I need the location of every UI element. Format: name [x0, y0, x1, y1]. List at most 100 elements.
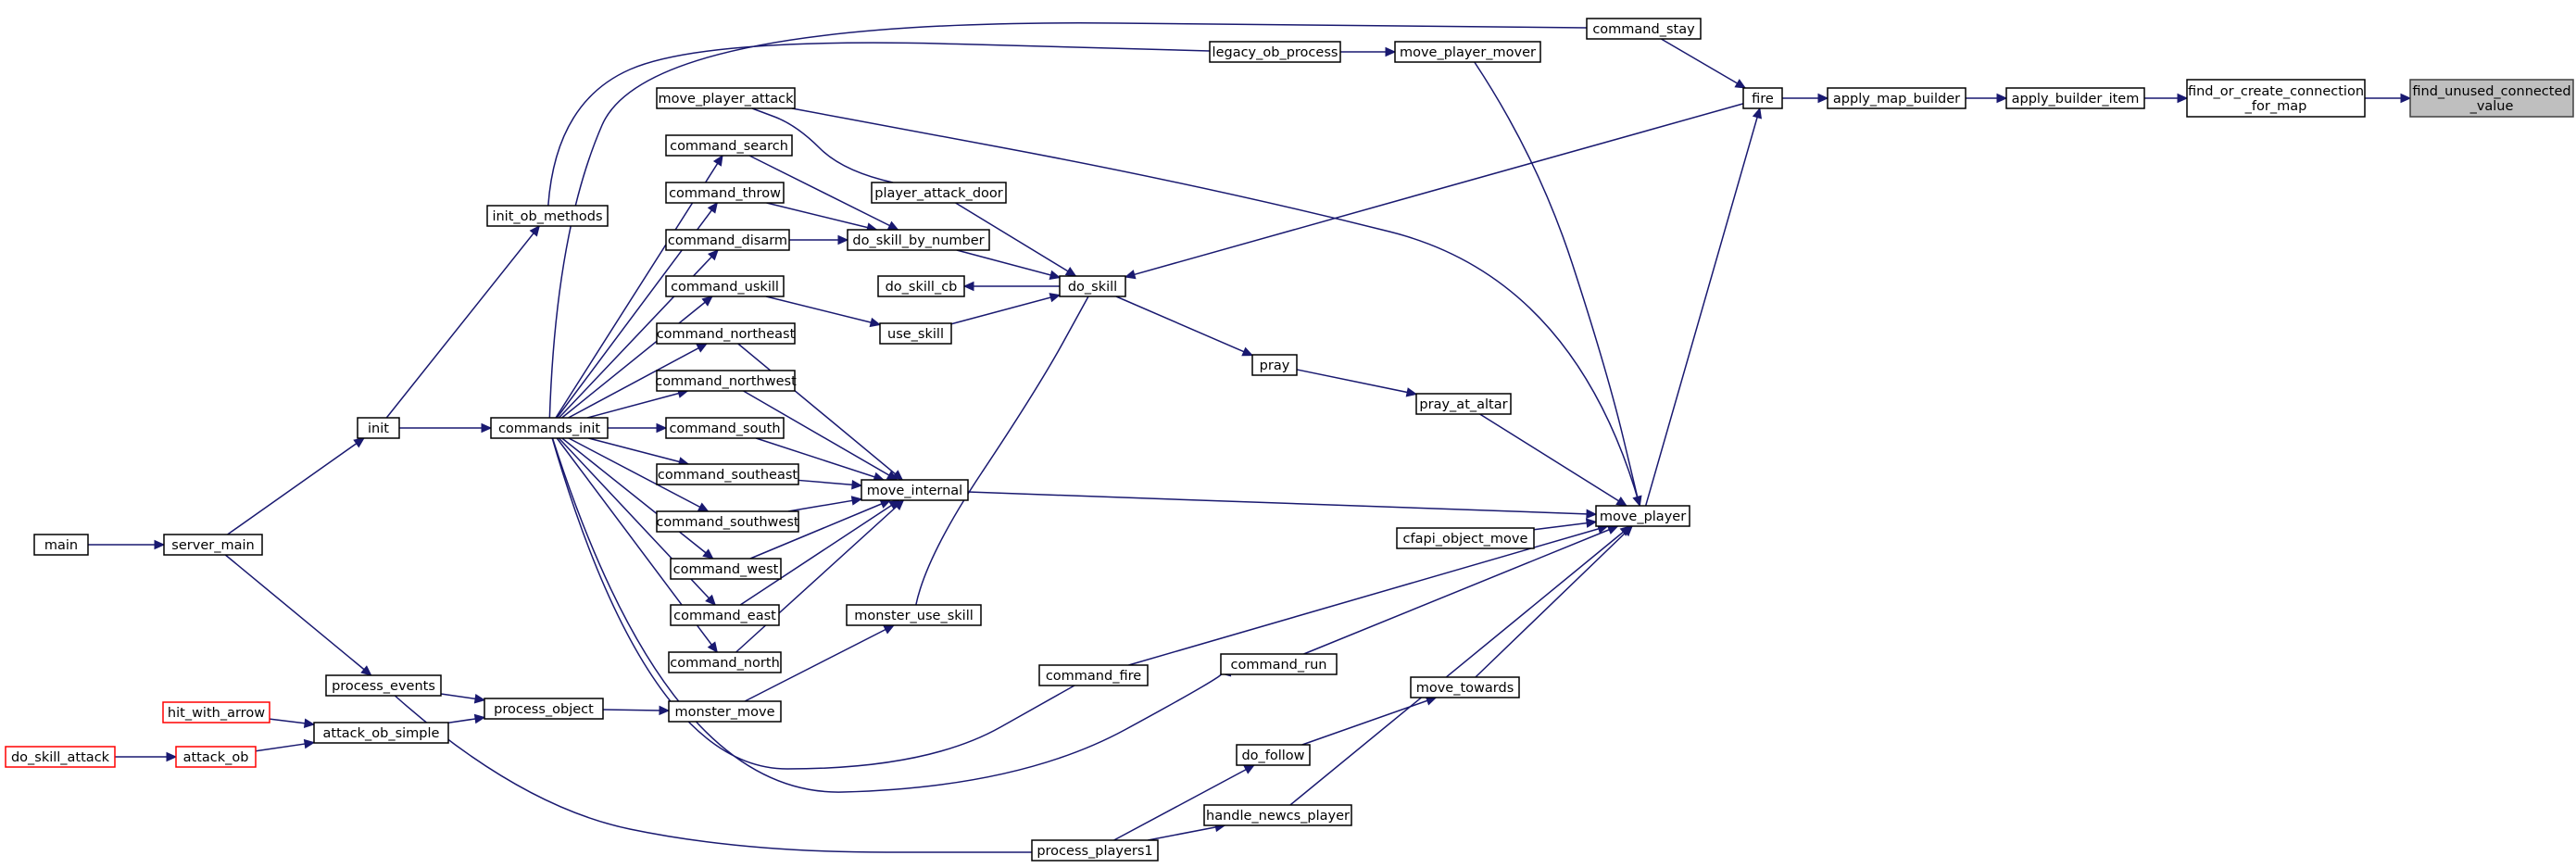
node-box: [871, 182, 1007, 204]
node-label: do_skill_attack: [11, 750, 110, 765]
edge-commands_init-to-command_northwest: [586, 390, 688, 419]
edge-arrowhead: [1619, 525, 1632, 536]
node-box: [357, 417, 400, 439]
node-command-search[interactable]: command_search: [665, 134, 793, 157]
node-label: _for_map: [2244, 99, 2307, 114]
node-label: init_ob_methods: [492, 209, 602, 224]
node-command-northeast[interactable]: command_northeast: [656, 322, 796, 345]
edge-arrowhead: [659, 705, 671, 716]
node-do-skill-attack[interactable]: do_skill_attack: [5, 746, 116, 768]
edge-init_ob_methods-to-legacy_ob_process: [547, 42, 1211, 207]
node-use-skill[interactable]: use_skill: [879, 322, 952, 345]
node-label: apply_builder_item: [2012, 92, 2140, 107]
node-attack-ob[interactable]: attack_ob: [175, 746, 257, 768]
node-label: command_uskill: [671, 280, 779, 295]
node-box: [163, 534, 263, 556]
node-move-player-mover[interactable]: move_player_mover: [1394, 41, 1541, 63]
edge-arrowhead: [529, 225, 540, 237]
node-process-events[interactable]: process_events: [325, 674, 442, 697]
node-command-uskill[interactable]: command_uskill: [665, 275, 785, 297]
node-process-players1[interactable]: process_players1: [1031, 839, 1159, 862]
node-monster-move[interactable]: monster_move: [668, 700, 782, 723]
node-label: command_stay: [1592, 22, 1695, 37]
node-box: [1209, 41, 1341, 63]
edge-arrowhead: [1996, 93, 2008, 104]
edge-do_skill_by_number-to-do_skill: [956, 249, 1061, 279]
node-do-follow[interactable]: do_follow: [1236, 744, 1311, 766]
node-do-skill[interactable]: do_skill: [1059, 275, 1126, 297]
node-apply-map-builder[interactable]: apply_map_builder: [1827, 87, 1967, 109]
node-command-south[interactable]: command_south: [665, 417, 785, 439]
node-init-ob-methods[interactable]: init_ob_methods: [486, 205, 609, 227]
node-pray[interactable]: pray: [1251, 354, 1298, 376]
node-find-or-create[interactable]: find_or_create_connection_for_map: [2186, 79, 2366, 118]
node-process-object[interactable]: process_object: [484, 698, 604, 720]
node-box: [668, 700, 782, 723]
node-move-player[interactable]: move_player: [1595, 505, 1690, 527]
edge-move_player-to-fire: [1644, 107, 1761, 507]
node-player-attack-door[interactable]: player_attack_door: [871, 182, 1007, 204]
edge-cfapi_object_move-to-move_player: [1533, 521, 1597, 531]
edge-commands_init-to-command_west: [561, 437, 714, 560]
node-label: server_main: [171, 538, 254, 553]
edge-arrowhead: [481, 422, 493, 434]
node-attack-ob-simple[interactable]: attack_ob_simple: [313, 722, 449, 744]
node-move-towards[interactable]: move_towards: [1410, 676, 1520, 698]
edge-arrowhead: [1064, 267, 1077, 277]
edge-arrowhead: [697, 502, 710, 512]
node-main[interactable]: main: [33, 534, 89, 556]
node-box: [877, 275, 965, 297]
node-do-skill-cb[interactable]: do_skill_cb: [877, 275, 965, 297]
node-command-disarm[interactable]: command_disarm: [665, 229, 790, 251]
edge-arrowhead: [303, 718, 316, 728]
edge-arrowhead: [708, 249, 719, 261]
node-box: [1396, 527, 1535, 549]
node-command-east[interactable]: command_east: [670, 604, 780, 626]
node-label: commands_init: [498, 421, 600, 436]
node-box: [484, 698, 604, 720]
node-command-throw[interactable]: command_throw: [665, 182, 785, 204]
node-command-southwest[interactable]: command_southwest: [656, 510, 799, 533]
edge-arrowhead: [837, 234, 849, 245]
edge-arrowhead: [1385, 46, 1397, 57]
node-label: do_skill_by_number: [852, 233, 984, 248]
node-commands-init[interactable]: commands_init: [490, 417, 609, 439]
node-command-north[interactable]: command_north: [668, 651, 782, 673]
node-box: [1742, 87, 1783, 109]
node-do-skill-by-number[interactable]: do_skill_by_number: [847, 229, 990, 251]
node-command-run[interactable]: command_run: [1220, 653, 1338, 675]
node-move-player-attack[interactable]: move_player_attack: [656, 87, 796, 109]
node-box: [847, 229, 990, 251]
node-handle-newcs-player[interactable]: handle_newcs_player: [1203, 804, 1352, 826]
nodes: find_unused_connected_value find_or_creat…: [5, 18, 2574, 862]
edge-commands_init-to-command_northeast: [568, 343, 708, 419]
node-find-unused[interactable]: find_unused_connected_value: [2409, 79, 2574, 118]
node-command-northwest[interactable]: command_northwest: [655, 370, 797, 392]
node-pray-at-altar[interactable]: pray_at_altar: [1415, 393, 1512, 415]
node-label: move_towards: [1416, 681, 1514, 696]
node-box: [670, 558, 782, 580]
node-label: legacy_ob_process: [1213, 45, 1338, 60]
node-command-southeast[interactable]: command_southeast: [656, 463, 799, 485]
node-init[interactable]: init: [357, 417, 400, 439]
node-box: [665, 134, 793, 157]
node-monster-use-skill[interactable]: monster_use_skill: [846, 604, 982, 626]
node-hit-with-arrow[interactable]: hit_with_arrow: [162, 701, 270, 723]
node-label: pray: [1260, 359, 1290, 373]
node-cfapi-object-move[interactable]: cfapi_object_move: [1396, 527, 1535, 549]
node-legacy-ob-process[interactable]: legacy_ob_process: [1209, 41, 1341, 63]
edge-player_attack_door-to-move_player_attack: [751, 107, 894, 183]
node-server-main[interactable]: server_main: [163, 534, 263, 556]
node-command-fire[interactable]: command_fire: [1038, 664, 1149, 686]
node-fire[interactable]: fire: [1742, 87, 1783, 109]
node-label: do_skill_cb: [886, 280, 958, 295]
edge-command_uskill-to-use_skill: [765, 296, 881, 326]
node-command-west[interactable]: command_west: [670, 558, 782, 580]
node-box: [1038, 664, 1149, 686]
node-apply-builder-item[interactable]: apply_builder_item: [2005, 87, 2145, 109]
node-command-stay[interactable]: command_stay: [1586, 18, 1702, 40]
node-box: [1586, 18, 1702, 40]
node-move-internal[interactable]: move_internal: [861, 479, 969, 501]
edge-arrowhead: [1405, 387, 1418, 397]
node-label: cfapi_object_move: [1403, 532, 1528, 547]
